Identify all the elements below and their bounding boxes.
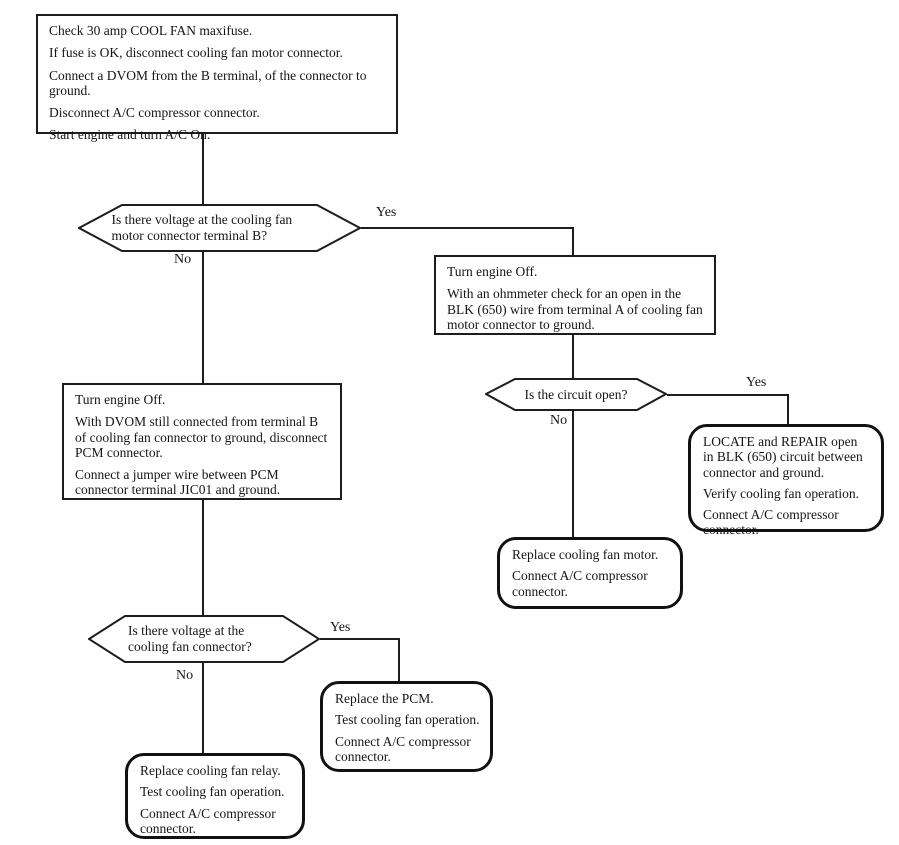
relay-line: Connect A/C compressor connector. xyxy=(140,805,276,836)
connector-decision2-no-v xyxy=(572,411,574,537)
jumper-line: With DVOM still connected from terminal … xyxy=(75,414,328,460)
locate-repair-terminal: LOCATE and REPAIR open in BLK (650) circ… xyxy=(688,424,884,537)
decision-question: Is the circuit open? xyxy=(524,386,628,402)
hexagon-shape xyxy=(78,204,361,252)
no-label-decision1: No xyxy=(172,252,194,268)
relay-line: Replace cooling fan relay. xyxy=(140,763,281,778)
no-label-decision2: No xyxy=(548,413,570,429)
ohmmeter-line: Turn engine Off. xyxy=(447,264,538,279)
connector-decision1-no-v xyxy=(202,252,204,383)
connector-decision1-yes-v xyxy=(572,227,574,255)
connector-decision2-yes-h xyxy=(667,394,789,396)
jumper-line: Connect a jumper wire between PCM connec… xyxy=(75,467,281,498)
locate-line: LOCATE and REPAIR open in BLK (650) circ… xyxy=(703,434,863,480)
start-process-box: Check 30 amp COOL FAN maxifuse. If fuse … xyxy=(36,14,398,142)
relay-line: Test cooling fan operation. xyxy=(140,784,285,800)
start-line: If fuse is OK, disconnect cooling fan mo… xyxy=(49,45,343,61)
decision-voltage-motor-terminal-b: Is there voltage at the cooling fan moto… xyxy=(78,204,361,252)
connector-decision2-yes-v xyxy=(787,394,789,426)
jumper-test-box: Turn engine Off. With DVOM still connect… xyxy=(62,383,342,500)
motor-line: Connect A/C compressor connector. xyxy=(512,568,648,599)
decision-circuit-open: Is the circuit open? xyxy=(485,378,667,411)
connector-decision3-yes-v xyxy=(398,638,400,682)
yes-label-decision2: Yes xyxy=(744,375,769,391)
locate-line: Verify cooling fan operation. xyxy=(703,485,859,501)
pcm-line: Connect A/C compressor connector. xyxy=(335,733,471,764)
start-line: Check 30 amp COOL FAN maxifuse. xyxy=(49,23,253,38)
hexagon-shape xyxy=(485,378,667,411)
decision-question: Is there voltage at the cooling fan moto… xyxy=(111,212,293,243)
decision-voltage-fan-connector: Is there voltage at the cooling fan conn… xyxy=(88,615,320,663)
jumper-line: Turn engine Off. xyxy=(75,392,166,407)
pcm-line: Replace the PCM. xyxy=(335,691,434,706)
replace-pcm-terminal: Replace the PCM. Test cooling fan operat… xyxy=(320,681,493,772)
connector-decision3-yes-h xyxy=(320,638,400,640)
no-label-decision3: No xyxy=(174,668,196,684)
locate-line: Connect A/C compressor connector. xyxy=(703,507,839,538)
pcm-line: Test cooling fan operation. xyxy=(335,712,480,728)
motor-line: Replace cooling fan motor. xyxy=(512,547,659,562)
yes-label-decision3: Yes xyxy=(328,620,353,636)
ohmmeter-line: With an ohmmeter check for an open in th… xyxy=(447,286,703,332)
ohmmeter-check-box: Turn engine Off. With an ohmmeter check … xyxy=(434,255,716,335)
connector-jumper-to-decision3 xyxy=(202,500,204,616)
connector-decision1-yes-h xyxy=(361,227,574,229)
hexagon-shape xyxy=(88,615,320,663)
start-line: Disconnect A/C compressor connector. xyxy=(49,105,260,120)
replace-relay-terminal: Replace cooling fan relay. Test cooling … xyxy=(125,753,305,839)
connector-ohmmeter-to-decision2 xyxy=(572,335,574,379)
yes-label-decision1: Yes xyxy=(374,205,399,221)
replace-fan-motor-terminal: Replace cooling fan motor. Connect A/C c… xyxy=(497,537,683,609)
start-line: Connect a DVOM from the B terminal, of t… xyxy=(49,67,367,98)
connector-start-to-decision1 xyxy=(202,134,204,204)
decision-question: Is there voltage at the cooling fan conn… xyxy=(128,623,252,654)
start-line: Start engine and turn A/C On. xyxy=(49,127,211,143)
connector-decision3-no-v xyxy=(202,663,204,753)
